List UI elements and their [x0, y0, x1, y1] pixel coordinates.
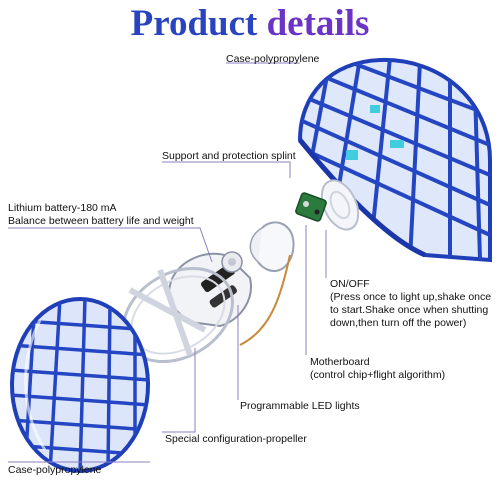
label-onoff-line3: to start.Shake once when shutting: [330, 304, 489, 316]
support-splint: [249, 221, 295, 272]
title-word-details: details: [266, 3, 370, 44]
label-case-bottom: Case-polypropylene: [8, 464, 102, 476]
motherboard-part: [295, 192, 327, 222]
top-case-sphere: [297, 57, 492, 263]
label-led: Programmable LED lights: [240, 400, 360, 412]
label-splint: Support and protection splint: [162, 150, 296, 162]
label-onoff-line4: down,then turn off the power): [330, 317, 467, 329]
battery-wire: [239, 254, 291, 346]
label-onoff-line2: (Press once to light up,shake once: [330, 291, 492, 303]
page-title: Product details: [0, 2, 500, 46]
clear-cover-disc: [320, 179, 360, 231]
label-battery-line1: Lithium battery-180 mA: [8, 202, 117, 214]
label-motherboard-line2: (control chip+flight algorithm): [310, 369, 446, 381]
callout-lines: [8, 62, 327, 463]
label-onoff-line1: ON/OFF: [330, 278, 370, 290]
label-motherboard-line1: Motherboard: [310, 356, 370, 368]
title-word-product: Product: [130, 3, 258, 44]
label-propeller: Special configuration-propeller: [165, 433, 307, 445]
bottom-case-sphere: [10, 297, 150, 473]
label-case-top: Case-polypropylene: [226, 53, 320, 65]
label-battery-line2: Balance between battery life and weight: [8, 215, 194, 227]
